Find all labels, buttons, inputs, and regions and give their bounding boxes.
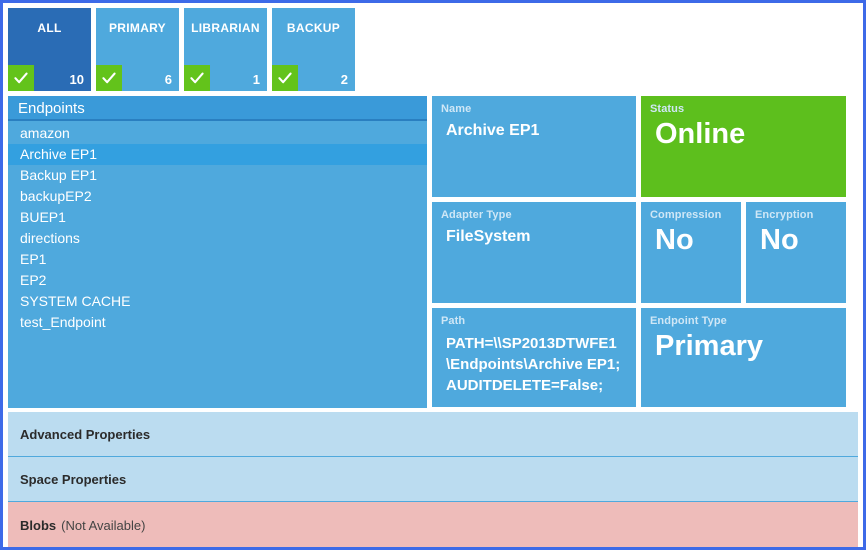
tile-adapter-type-label: Adapter Type (441, 209, 512, 221)
tile-adapter-type-value: FileSystem (446, 228, 531, 245)
tile-path-value: PATH=\\SP2013DTWFE1\Endpoints\Archive EP… (446, 335, 621, 394)
list-item[interactable]: EP1 (20, 251, 47, 267)
section-space-properties-title: Space Properties (20, 471, 127, 487)
section-blobs[interactable]: Blobs (Not Available) (8, 502, 858, 547)
endpoint-type-tab-strip: ALL 10 PRIMARY 6 LIBRARIAN (8, 8, 355, 91)
tile-name-value: Archive EP1 (446, 122, 540, 139)
list-item[interactable]: EP2 (20, 272, 47, 288)
tile-encryption: Encryption No (746, 202, 846, 303)
list-item[interactable]: SYSTEM CACHE (20, 293, 131, 309)
tile-name-label: Name (441, 103, 472, 115)
check-icon[interactable] (272, 65, 298, 91)
list-item[interactable]: Backup EP1 (20, 167, 98, 183)
list-item[interactable]: test_Endpoint (20, 314, 106, 330)
properties-accordion: Advanced Properties Space Properties Blo… (8, 412, 858, 547)
tab-all-count: 10 (69, 72, 84, 87)
tile-endpoint-type-value: Primary (655, 330, 764, 362)
tile-endpoint-type-label: Endpoint Type (650, 315, 727, 327)
list-item[interactable]: Archive EP1 (8, 144, 427, 165)
tile-name: Name Archive EP1 (432, 96, 636, 197)
endpoint-detail-tiles: Name Archive EP1 Status Online Adapter T… (432, 96, 863, 408)
tile-encryption-label: Encryption (755, 209, 814, 221)
tab-primary-label: PRIMARY (109, 21, 166, 35)
tab-librarian[interactable]: LIBRARIAN 1 (184, 8, 267, 91)
section-blobs-title: Blobs (20, 517, 57, 533)
tile-status: Status Online (641, 96, 846, 197)
tab-primary[interactable]: PRIMARY 6 (96, 8, 179, 91)
list-item[interactable]: BUEP1 (20, 209, 66, 225)
check-icon[interactable] (96, 65, 122, 91)
list-item[interactable]: amazon (20, 125, 70, 141)
tab-primary-count: 6 (164, 72, 172, 87)
tile-compression-value: No (655, 224, 694, 256)
tile-status-label: Status (650, 103, 685, 115)
tile-adapter-type: Adapter Type FileSystem (432, 202, 636, 303)
list-item[interactable]: backupEP2 (20, 188, 92, 204)
tab-all[interactable]: ALL 10 (8, 8, 91, 91)
tile-compression-label: Compression (650, 209, 722, 221)
tab-backup-label: BACKUP (286, 21, 341, 35)
section-advanced-properties-title: Advanced Properties (20, 426, 151, 442)
check-icon[interactable] (8, 65, 34, 91)
section-blobs-note: (Not Available) (61, 517, 146, 533)
tile-endpoint-type: Endpoint Type Primary (641, 308, 846, 407)
section-space-properties[interactable]: Space Properties (8, 457, 858, 502)
tab-all-label: ALL (37, 21, 62, 35)
endpoints-panel-header: Endpoints (8, 96, 427, 121)
tile-path-label: Path (441, 315, 466, 327)
tab-librarian-label: LIBRARIAN (191, 21, 260, 35)
tile-path: Path PATH=\\SP2013DTWFE1\Endpoints\Archi… (432, 308, 636, 407)
tab-backup-count: 2 (340, 72, 348, 87)
tile-compression: Compression No (641, 202, 741, 303)
tab-backup[interactable]: BACKUP 2 (272, 8, 355, 91)
tile-encryption-value: No (760, 224, 799, 256)
main-content: Endpoints amazon Archive EP1 Backup EP1 … (8, 96, 858, 408)
check-icon[interactable] (184, 65, 210, 91)
endpoints-panel: Endpoints amazon Archive EP1 Backup EP1 … (8, 96, 427, 408)
status-badge: Online (655, 118, 746, 150)
endpoints-list[interactable]: amazon Archive EP1 Backup EP1 backupEP2 … (8, 123, 427, 408)
section-advanced-properties[interactable]: Advanced Properties (8, 412, 858, 457)
list-item[interactable]: directions (20, 230, 80, 246)
tab-librarian-count: 1 (252, 72, 260, 87)
